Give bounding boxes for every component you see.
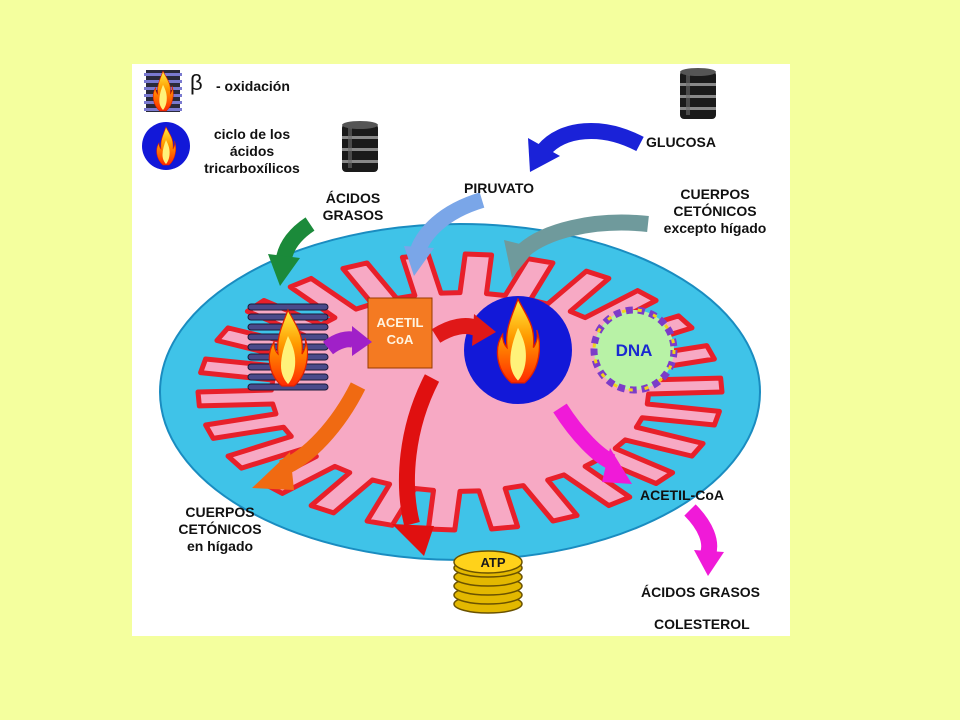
atp-coins-icon [453, 550, 523, 614]
barrel-icon [680, 68, 716, 119]
arrow-to-acetil-head [352, 326, 372, 356]
arrow-glucosa-head [528, 138, 560, 172]
dna-ring [590, 306, 678, 394]
inner-membrane-cristae [195, 251, 725, 533]
arrow-acidos-grasos-out-head [694, 550, 724, 576]
arrow-acidos-grasos [276, 217, 315, 260]
label-colesterol: COLESTEROL [654, 616, 750, 632]
barrel-icon [342, 121, 378, 172]
label-dna: DNA [615, 341, 653, 360]
diagram-panel: β - oxidación ciclo de los ácidos tricar… [132, 64, 790, 636]
acetil-coa-box [367, 297, 433, 369]
legend-beta-text: - oxidación [216, 78, 290, 94]
label-piruvato: PIRUVATO [464, 180, 535, 196]
arrow-acidos-grasos-head [268, 254, 300, 286]
legend-beta-oxidation-icon [144, 70, 182, 112]
legend-krebs-text: ciclo de los ácidos tricarboxílicos [204, 126, 300, 176]
arrow-piruvato [410, 192, 485, 254]
arrow-acidos-grasos-out [684, 504, 718, 557]
label-atp: ATP [480, 555, 506, 570]
label-cuerpos-in: CUERPOS CETÓNICOS excepto hígado [663, 186, 767, 236]
arrow-cuerpos-in-head [504, 240, 536, 278]
arrow-cuerpos-in [518, 214, 649, 257]
arrow-to-krebs-head [472, 314, 496, 346]
beta-oxidation-stack [247, 303, 329, 391]
label-acetil-coa-box: ACETIL CoA [376, 315, 424, 347]
arrow-piruvato-head [404, 246, 434, 276]
label-glucosa: GLUCOSA [646, 134, 716, 150]
arrow-to-acetil [323, 331, 357, 355]
arrow-cuerpos-out-head [252, 452, 294, 490]
arrow-acetil-out-head [602, 448, 632, 484]
legend-beta-symbol: β [190, 70, 203, 95]
label-acidos-grasos-out: ÁCIDOS GRASOS [641, 584, 761, 600]
label-cuerpos-out: CUERPOS CETÓNICOS en hígado [178, 504, 262, 554]
label-acetil-coa-out: ACETIL-CoA [640, 487, 724, 503]
arrow-atp-head [392, 524, 434, 556]
mitochondrion-diagram [142, 68, 761, 614]
arrow-atp [398, 374, 440, 526]
label-acidos-grasos: ÁCIDOS GRASOS [322, 190, 384, 223]
arrow-glucosa [537, 123, 644, 156]
legend-krebs-icon [142, 122, 190, 170]
